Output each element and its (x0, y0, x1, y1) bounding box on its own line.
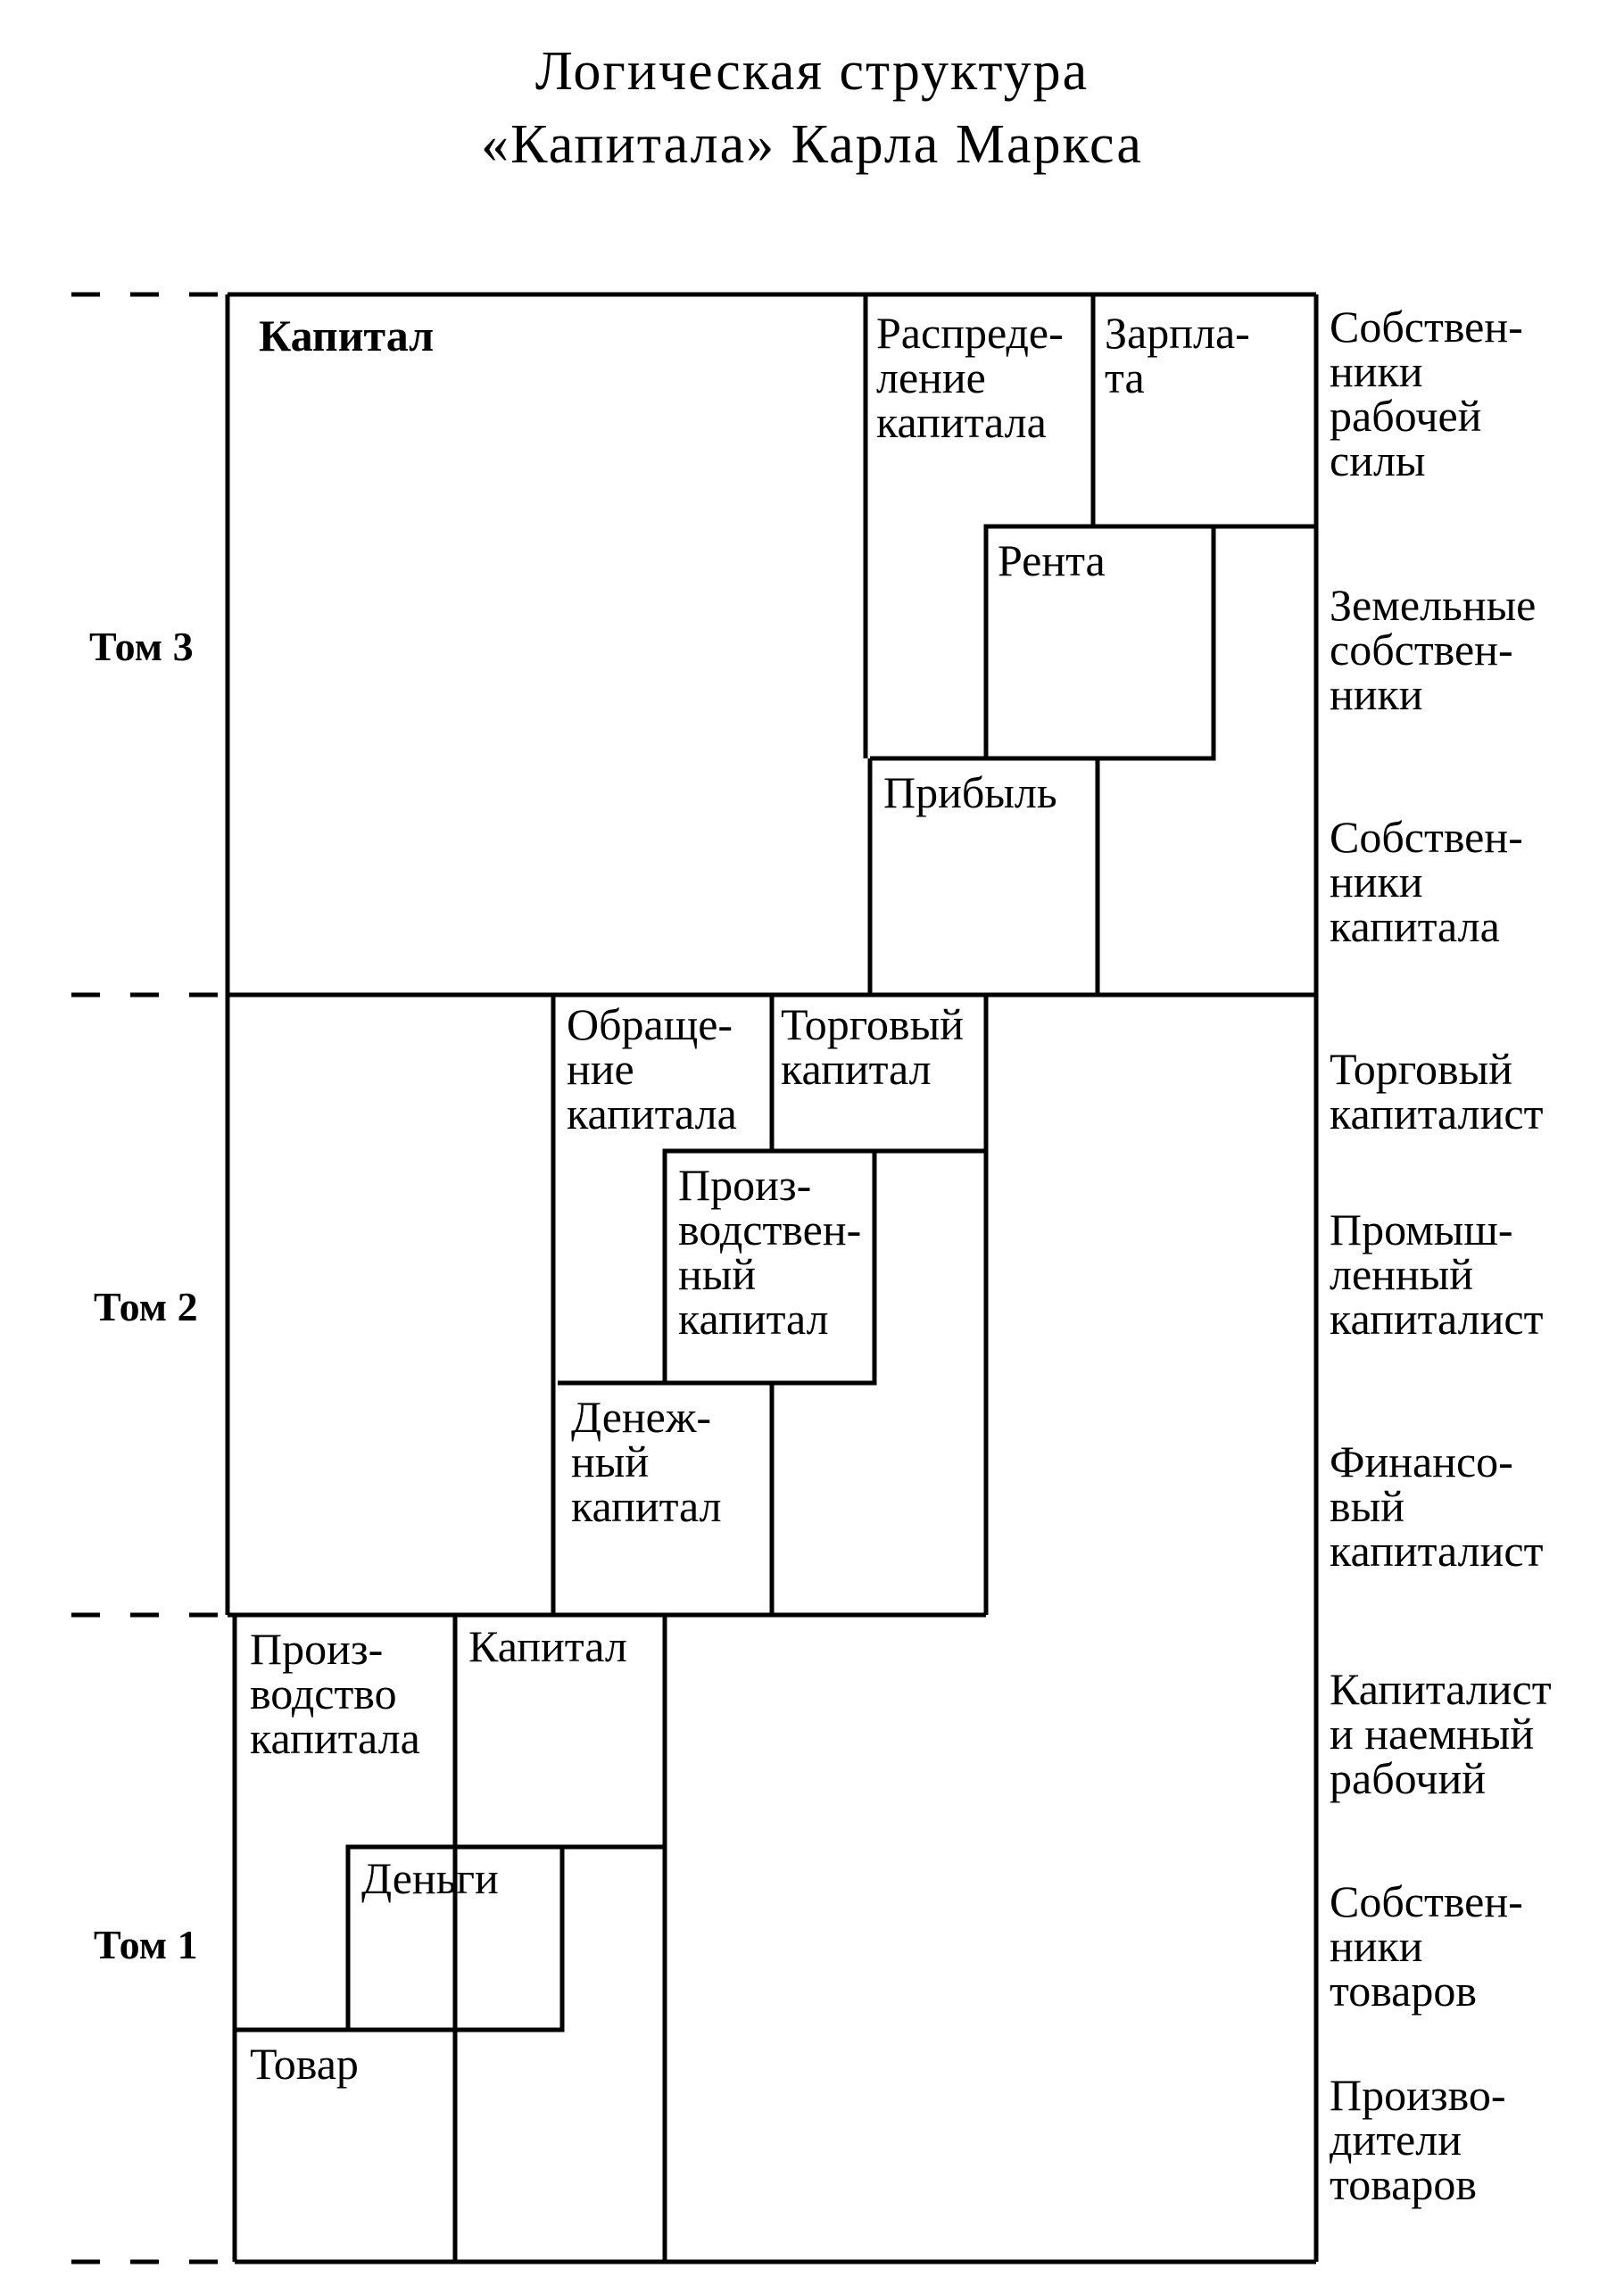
class-label-landowners: Земельные собствен- ники (1330, 580, 1547, 719)
trade-capital-box (769, 992, 989, 1154)
productive-capital-label: Произ- водствен- ный капитал (678, 1160, 873, 1344)
trade-capital-label: Торговый капитал (781, 999, 975, 1094)
commodity-label: Товар (250, 2039, 359, 2089)
money-label: Деньги (361, 1853, 499, 1903)
money-capital-label: Денеж- ный капитал (571, 1392, 723, 1531)
capital-main-label: Капитал (259, 310, 434, 360)
class-label-capital-owners: Собствен- ники капитала (1330, 812, 1534, 951)
capital-v1-label: Капитал (468, 1621, 627, 1671)
class-label-industrial-capitalist: Промыш- ленный капиталист (1330, 1205, 1544, 1344)
class-label-commodity-owners: Собствен- ники товаров (1330, 1876, 1534, 2016)
volume-3-structure (228, 294, 1316, 998)
volume-1-structure (235, 1615, 667, 2262)
title-line-1: Логическая структура (535, 41, 1089, 102)
volume-label-3: Том 3 (89, 624, 194, 669)
profit-label: Прибыль (883, 767, 1057, 817)
class-label-capitalist-and-worker: Капиталист и наемный рабочий (1330, 1664, 1562, 1803)
class-label-financial-capitalist: Финансо- вый капиталист (1330, 1436, 1544, 1576)
production-label: Произ- водство капитала (250, 1624, 420, 1763)
distribution-label: Распреде- ление капитала (876, 308, 1074, 447)
class-label-commodity-producers: Произво- дители товаров (1330, 2070, 1517, 2209)
wages-label: Зарпла- та (1105, 308, 1261, 402)
rent-label: Рента (998, 535, 1106, 585)
class-label-merchant-capitalist: Торговый капиталист (1330, 1044, 1544, 1138)
volume-label-1: Том 1 (94, 1922, 198, 1967)
volume-label-2: Том 2 (94, 1284, 198, 1329)
class-label-labour-owners: Собствен- ники рабочей силы (1330, 302, 1534, 485)
circulation-label: Обраще- ние капитала (567, 999, 744, 1138)
money-box (345, 1844, 565, 2032)
title-line-2: «Капитала» Карла Маркса (481, 114, 1143, 175)
volume-2-structure (228, 992, 989, 1618)
